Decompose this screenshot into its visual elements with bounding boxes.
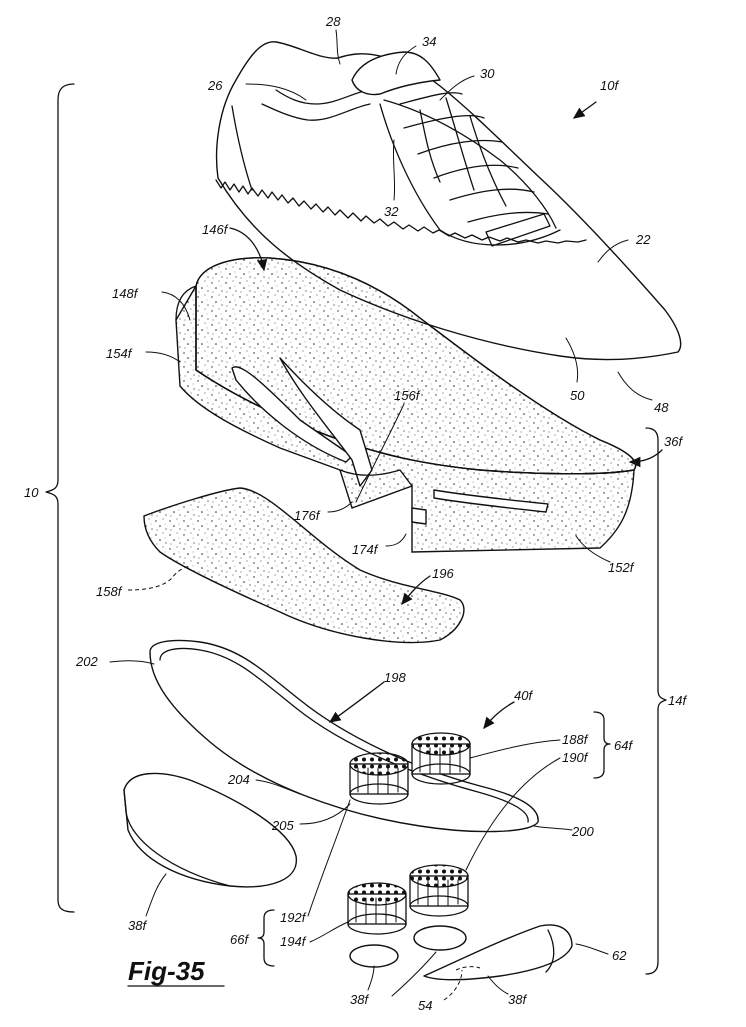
label-36f: 36f (664, 434, 683, 449)
forefoot-plate (423, 924, 573, 981)
label-38f-plate: 38f (508, 992, 527, 1007)
label-174f: 174f (352, 542, 379, 557)
label-205: 205 (271, 818, 294, 833)
label-196: 196 (432, 566, 454, 581)
bracket-64f (593, 711, 611, 779)
label-192f: 192f (280, 910, 307, 925)
label-152f: 152f (608, 560, 635, 575)
label-32: 32 (384, 204, 399, 219)
leader-lines (109, 29, 663, 1001)
label-30: 30 (480, 66, 495, 81)
label-62: 62 (612, 948, 627, 963)
reference-labels: 10f 28 34 26 30 32 22 50 48 146f 148f 15… (24, 14, 687, 1013)
label-10f: 10f (600, 78, 619, 93)
label-148f: 148f (112, 286, 139, 301)
label-188f: 188f (562, 732, 589, 747)
label-190f: 190f (562, 750, 589, 765)
label-200: 200 (571, 824, 594, 839)
cushion-pod-lower-left (347, 882, 407, 935)
label-10: 10 (24, 485, 39, 500)
label-158f: 158f (96, 584, 123, 599)
label-64f: 64f (614, 738, 633, 753)
disc-right (413, 925, 467, 951)
label-156f: 156f (394, 388, 421, 403)
foam-insert (143, 487, 465, 644)
figure-caption: Fig-35 (127, 956, 225, 987)
cushion-pod-lower-right (409, 864, 469, 917)
label-38f-heel: 38f (128, 918, 147, 933)
label-54: 54 (418, 998, 432, 1013)
midsole (175, 257, 637, 553)
bracket-14f (645, 427, 667, 975)
cushion-pod-upper-right (411, 732, 471, 785)
label-48: 48 (654, 400, 669, 415)
label-34: 34 (422, 34, 436, 49)
disc-left (349, 944, 399, 968)
label-194f: 194f (280, 934, 307, 949)
label-22: 22 (635, 232, 651, 247)
label-154f: 154f (106, 346, 133, 361)
label-146f: 146f (202, 222, 229, 237)
figure-title: Fig-35 (128, 956, 205, 986)
label-176f: 176f (294, 508, 321, 523)
label-50: 50 (570, 388, 585, 403)
label-40f: 40f (514, 688, 533, 703)
label-66f: 66f (230, 932, 249, 947)
label-28: 28 (325, 14, 341, 29)
bracket-66f (257, 909, 275, 967)
label-14f: 14f (668, 693, 687, 708)
label-38f-disc: 38f (350, 992, 369, 1007)
heel-pad (123, 772, 297, 888)
label-26: 26 (207, 78, 223, 93)
bracket-10 (45, 83, 75, 913)
label-204: 204 (227, 772, 250, 787)
cushion-pod-upper-left (349, 752, 409, 805)
label-202: 202 (75, 654, 98, 669)
label-198: 198 (384, 670, 406, 685)
